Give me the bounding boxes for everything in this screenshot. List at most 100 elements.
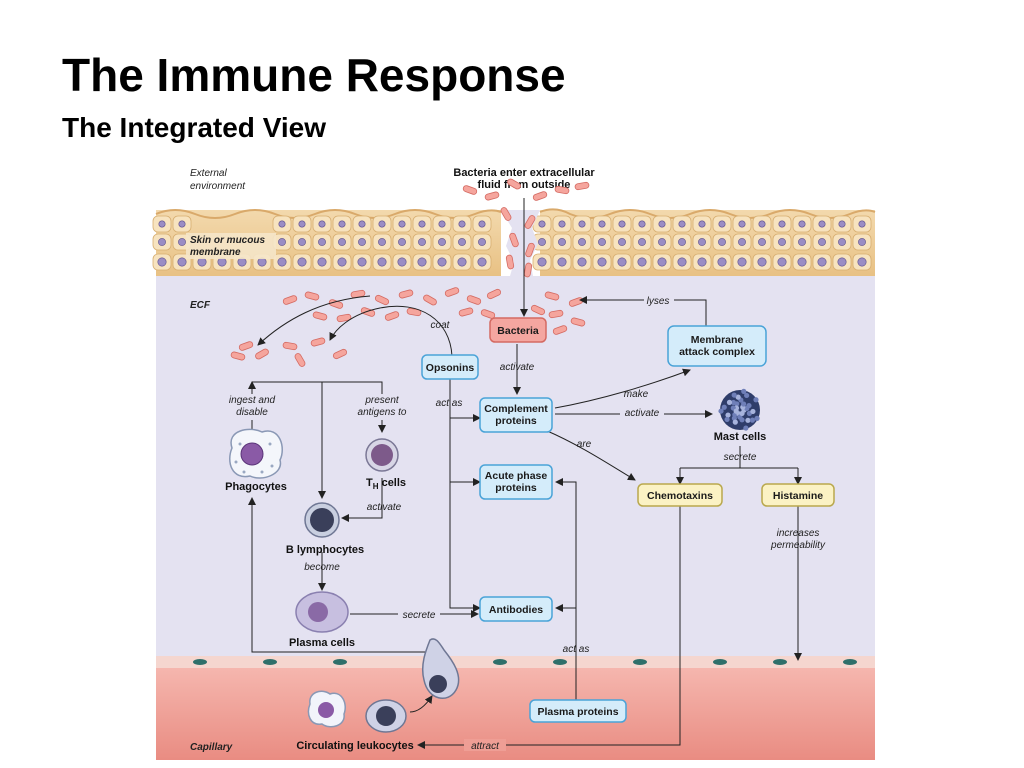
mast-granule <box>749 417 755 423</box>
capillary-label: Capillary <box>190 742 233 753</box>
arrow-are <box>544 429 636 481</box>
bacterium <box>458 307 474 317</box>
skin-cell-nucleus <box>778 220 786 228</box>
skin-cell-nucleus <box>818 238 826 246</box>
phagocytes-label: Phagocytes <box>225 481 287 493</box>
skin-cell-nucleus <box>638 220 646 228</box>
skin-cell-nucleus <box>358 238 366 246</box>
skin-cell-nucleus <box>418 238 426 246</box>
skin-cell-nucleus <box>177 257 187 267</box>
skin-cell-nucleus <box>398 238 406 246</box>
bacterium <box>282 295 298 305</box>
label-secrete-plasma: secrete <box>403 610 436 621</box>
mast-granule <box>721 404 727 410</box>
bacterium <box>486 288 502 300</box>
b-lymphocytes-label: B lymphocytes <box>286 544 364 556</box>
line-opsonin-left <box>449 378 481 612</box>
skin-cell-nucleus <box>557 257 567 267</box>
skin-cell-nucleus <box>677 257 687 267</box>
skin-cell-nucleus <box>397 257 407 267</box>
skin-cell-nucleus <box>857 257 867 267</box>
arrow-plasma-proteins-up <box>555 478 577 700</box>
skin-cell-nucleus <box>678 220 686 228</box>
skin-cell-nucleus <box>738 238 746 246</box>
bacterium <box>505 254 515 270</box>
capillary-region <box>156 662 875 760</box>
skin-cell-nucleus <box>378 238 386 246</box>
skin-cell-nucleus <box>598 238 606 246</box>
skin-cell-nucleus <box>317 257 327 267</box>
skin-cell-nucleus <box>158 220 166 228</box>
skin-cell-nucleus <box>217 257 227 267</box>
page-title: The Immune Response <box>62 49 566 101</box>
skin-cell-nucleus <box>358 220 366 228</box>
skin-cell-nucleus <box>298 220 306 228</box>
bacterium <box>552 325 568 335</box>
skin-cell-nucleus <box>178 238 186 246</box>
bacteria-rods <box>230 178 590 367</box>
bacterium <box>462 185 478 195</box>
skin-cell-nucleus <box>278 220 286 228</box>
skin-cell-nucleus <box>318 238 326 246</box>
bacterium <box>360 307 376 317</box>
mast-granule <box>739 417 745 423</box>
capillary-wall-cells <box>193 659 857 665</box>
arrow-coat <box>329 305 453 357</box>
skin-cell-nucleus <box>438 238 446 246</box>
skin-cell-nucleus <box>818 220 826 228</box>
bacterium <box>255 348 269 360</box>
bacterium <box>466 295 482 305</box>
skin-cell-nucleus <box>338 220 346 228</box>
skin-cell-nucleus <box>558 238 566 246</box>
bacterium <box>507 178 521 190</box>
label-coat: coat <box>431 320 451 331</box>
skin-cell-nucleus <box>158 238 166 246</box>
box-plasma-proteins: Plasma proteins <box>529 699 627 723</box>
arrow-th-activate <box>341 478 383 522</box>
label-act-as-1: act as <box>436 398 463 409</box>
bacterium <box>304 291 320 301</box>
bacterium <box>310 337 326 347</box>
skin-cell-nucleus <box>398 220 406 228</box>
mast-granule <box>718 408 724 414</box>
th-cell <box>365 438 399 472</box>
box-opsonins: Opsonins <box>421 354 479 380</box>
bacterium <box>406 307 422 317</box>
bacterium <box>548 309 564 319</box>
skin-cell-nucleus <box>658 220 666 228</box>
line-mast-secrete <box>680 446 798 469</box>
skin-cell-nucleus <box>418 220 426 228</box>
skin-cell-nucleus <box>658 238 666 246</box>
box-opsonins-text: Opsonins <box>426 362 475 374</box>
skin-cell-nucleus <box>578 238 586 246</box>
mast-cell <box>718 388 760 431</box>
skin-cell-nucleus <box>718 238 726 246</box>
mast-granule <box>746 402 752 409</box>
skin-cell-nuclei <box>152 215 872 271</box>
skin-cell-nucleus <box>817 257 827 267</box>
arrow-labels: coat activate act as make activate are l… <box>222 294 826 752</box>
skin-cell-nucleus <box>617 257 627 267</box>
skin-cell-nucleus <box>697 257 707 267</box>
capillary-wall <box>156 656 875 668</box>
mast-cells-label: Mast cells <box>714 431 767 443</box>
bacterium <box>509 232 519 248</box>
bacterium <box>336 313 352 323</box>
bacterium <box>423 294 437 306</box>
box-antibodies-text: Antibodies <box>489 604 543 616</box>
bacterium <box>523 262 533 278</box>
skin-cell-nucleus <box>618 220 626 228</box>
skin-cell-nucleus <box>458 220 466 228</box>
arrow-to-bacteria-left <box>257 295 371 346</box>
mast-granule <box>732 419 738 425</box>
bacterium <box>238 341 254 351</box>
bacterium <box>574 181 590 191</box>
skin-cell-nucleus <box>758 238 766 246</box>
